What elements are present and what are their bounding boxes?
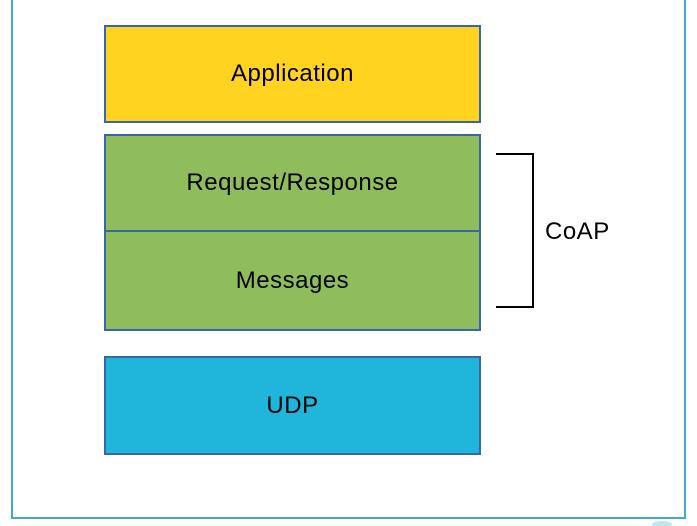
application-layer-label: Application xyxy=(231,60,354,87)
udp-layer-label: UDP xyxy=(266,391,319,419)
page-border-frame xyxy=(11,0,686,519)
bottom-right-smudge xyxy=(652,521,672,526)
layer-box-udp: UDP xyxy=(104,356,481,455)
request-response-layer-label: Request/Response xyxy=(186,169,399,196)
layer-box-request-response: Request/Response xyxy=(106,136,479,230)
coap-bracket-label: CoAP xyxy=(545,218,610,245)
layer-box-messages: Messages xyxy=(106,230,479,329)
coap-bracket-shape xyxy=(496,153,534,308)
layer-box-application: Application xyxy=(104,25,481,123)
layer-box-coap-group: Request/Response Messages xyxy=(104,134,481,331)
messages-layer-label: Messages xyxy=(235,266,350,294)
